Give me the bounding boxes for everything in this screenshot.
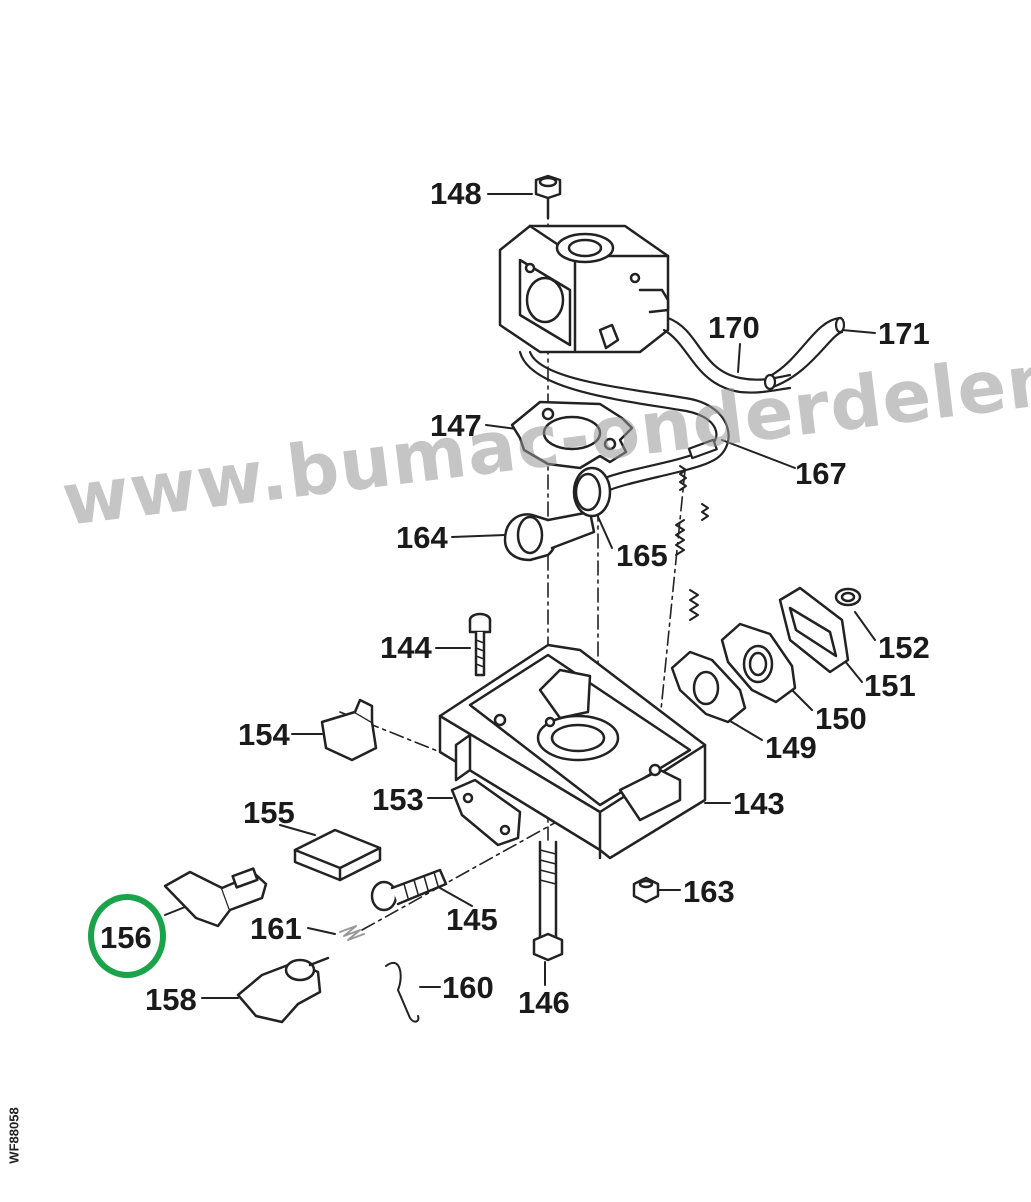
part-150-flange <box>720 622 797 704</box>
part-165-disc <box>572 466 612 518</box>
part-144-screw <box>468 612 492 677</box>
part-171-hose <box>763 316 846 391</box>
part-161-spring <box>339 925 365 941</box>
part-146-bolt <box>532 840 564 962</box>
label-165: 165 <box>616 538 668 573</box>
label-148: 148 <box>430 176 482 211</box>
highlight-circle-156 <box>88 894 166 978</box>
label-160: 160 <box>442 970 494 1005</box>
label-167: 167 <box>795 456 847 491</box>
label-153: 153 <box>372 782 424 817</box>
label-152: 152 <box>878 630 930 665</box>
part-167-impulse-hose <box>518 350 730 494</box>
part-143-housing <box>438 643 707 860</box>
label-147: 147 <box>430 408 482 443</box>
label-149: 149 <box>765 730 817 765</box>
label-163: 163 <box>683 874 735 909</box>
label-161: 161 <box>250 911 302 946</box>
label-143: 143 <box>733 786 785 821</box>
label-158: 158 <box>145 982 197 1017</box>
label-145: 145 <box>446 902 498 937</box>
part-153-bracket <box>450 778 522 847</box>
label-144: 144 <box>380 630 432 665</box>
label-154: 154 <box>238 717 290 752</box>
part-151-heat-shield <box>778 586 850 674</box>
part-152-ring <box>834 587 862 607</box>
part-148-nut <box>534 174 562 220</box>
label-151: 151 <box>864 668 916 703</box>
part-carburetor <box>498 224 670 354</box>
part-156-trigger <box>163 867 268 928</box>
part-164-valve <box>503 510 596 562</box>
part-160-wire-spring <box>385 962 420 1023</box>
label-170: 170 <box>708 310 760 345</box>
part-154-clip <box>320 698 378 762</box>
label-155: 155 <box>243 795 295 830</box>
label-146: 146 <box>518 985 570 1020</box>
leader-lines <box>164 193 876 999</box>
part-155-insulator <box>293 828 382 882</box>
part-145-screw <box>370 868 448 912</box>
part-158-lever <box>236 956 330 1024</box>
part-147-gasket <box>510 400 634 470</box>
part-springs <box>675 465 709 621</box>
label-150: 150 <box>815 701 867 736</box>
part-149-gasket <box>670 650 747 724</box>
drawing-code: WF88058 <box>6 1107 22 1164</box>
label-164: 164 <box>396 520 448 555</box>
label-171: 171 <box>878 316 930 351</box>
part-163-nut <box>632 876 660 904</box>
